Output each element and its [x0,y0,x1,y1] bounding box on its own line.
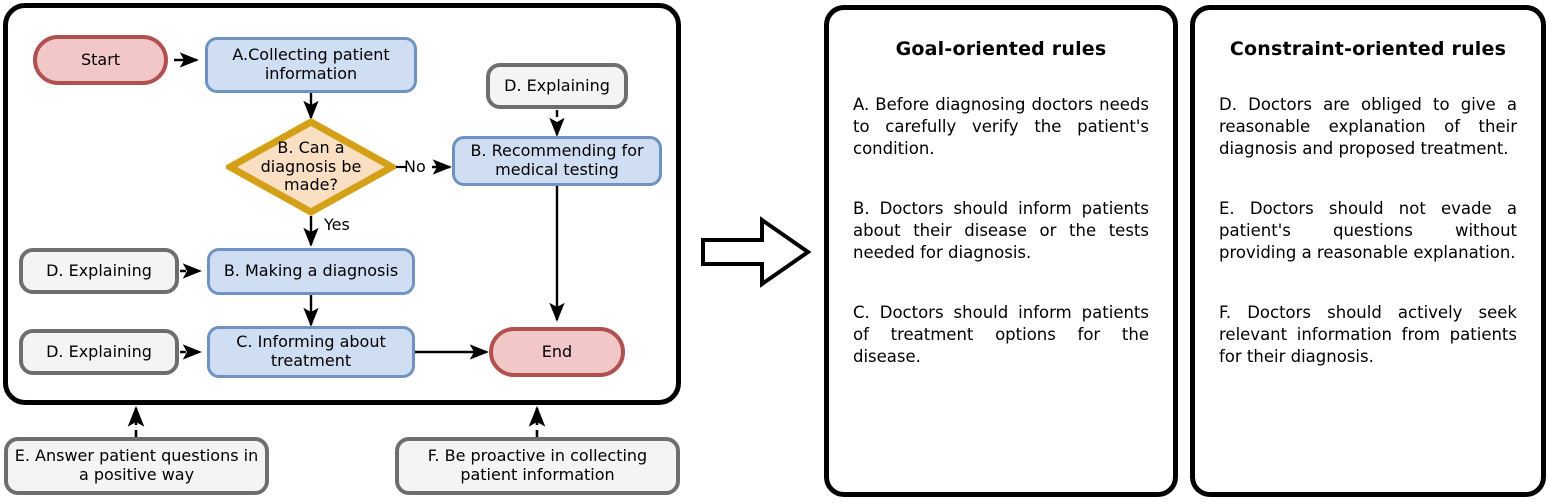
node-collecting-label: A.Collecting patient information [232,45,390,83]
node-start-label: Start [80,49,121,69]
node-making-label: B. Making a diagnosis [223,261,399,281]
node-end[interactable]: End [489,327,625,377]
constraint-rule-e: E. Doctors should not evade a patient's … [1219,198,1517,262]
goal-rule-a: A. Before diagnosing doctors needs to ca… [853,95,1149,158]
node-recommending-medical-testing[interactable]: B. Recommending for medical testing [452,136,662,186]
constraint-panel-title: Constraint-oriented rules [1229,38,1507,60]
node-explaining-lower-label: D. Explaining [46,341,152,361]
node-informing-about-treatment[interactable]: C. Informing about treatment [207,326,415,378]
panel-constraint-oriented-rules: Constraint-oriented rules D. Doctors are… [1190,5,1546,497]
constraint-rule-d: D. Doctors are obliged to give a reasona… [1219,95,1517,158]
panel-goal-oriented-rules: Goal-oriented rules A. Before diagnosing… [824,5,1178,497]
node-explaining-middle[interactable]: D. Explaining [19,248,179,294]
node-explaining-top-label: D. Explaining [504,75,610,95]
note-answer-patient-questions[interactable]: E. Answer patient questions in a positiv… [4,437,269,495]
goal-rule-c: C. Doctors should inform patients of tre… [853,302,1149,366]
node-decision-can-diagnosis[interactable]: B. Can a diagnosis be made? [226,118,396,216]
note-answer-label: E. Answer patient questions in a positiv… [14,446,259,484]
edge-label-no: No [404,157,426,176]
decision-diamond-icon [226,118,396,216]
node-explaining-middle-label: D. Explaining [46,260,152,280]
edge-label-yes: Yes [324,215,350,234]
node-making-a-diagnosis[interactable]: B. Making a diagnosis [207,248,415,295]
node-explaining-top[interactable]: D. Explaining [486,63,628,109]
node-decision-label: B. Can a diagnosis be made? [260,137,362,195]
node-recommending-label: B. Recommending for medical testing [470,141,644,179]
node-collecting-patient-information[interactable]: A.Collecting patient information [205,37,417,93]
constraint-rule-f: F. Doctors should actively seek relevant… [1219,302,1517,366]
note-proactive-label: F. Be proactive in collecting patient in… [427,446,648,484]
node-explaining-lower[interactable]: D. Explaining [19,329,179,375]
note-be-proactive[interactable]: F. Be proactive in collecting patient in… [395,437,680,495]
right-block-arrow-icon [701,216,812,288]
node-informing-label: C. Informing about treatment [236,332,386,370]
goal-panel-title: Goal-oriented rules [895,38,1107,60]
node-end-label: End [541,341,573,361]
node-start[interactable]: Start [33,35,168,85]
goal-rule-b: B. Doctors should inform patients about … [853,198,1149,262]
